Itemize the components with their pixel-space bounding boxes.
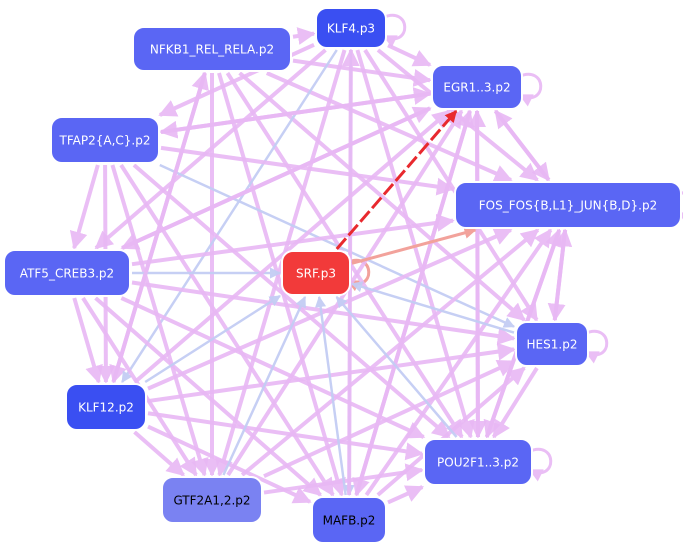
- node-fos-label: FOS_FOS{B,L1}_JUN{B,D}.p2: [479, 199, 658, 213]
- node-nfkb1-label: NFKB1_REL_RELA.p2: [150, 43, 274, 57]
- node-egr1-label: EGR1..3.p2: [443, 81, 510, 95]
- edge-tfap2-to-gtf2a1: [110, 164, 209, 477]
- node-klf12-box[interactable]: [65, 383, 147, 431]
- edge-klf12-to-hes1: [147, 342, 516, 404]
- node-mafb-box[interactable]: [311, 496, 387, 544]
- edge-egr1-self-loop: [517, 73, 543, 107]
- edge-gtf2a1-to-srf: [222, 295, 307, 476]
- node-pou2f1-box[interactable]: [423, 438, 533, 486]
- edge-pou2f1-self-loop: [527, 448, 553, 482]
- edge-layer: [69, 14, 683, 505]
- edge-gtf2a1-to-hes1: [263, 359, 516, 478]
- node-atf5-label: ATF5_CREB3.p2: [20, 267, 114, 281]
- edge-nfkb1-to-klf4: [292, 27, 316, 45]
- node-srf-box[interactable]: [281, 250, 351, 296]
- edge-klf12-to-pou2f1: [147, 411, 424, 461]
- node-hes1-label: HES1.p2: [527, 338, 578, 352]
- edge-klf12-to-gtf2a1: [133, 430, 185, 477]
- node-fos-box[interactable]: [454, 181, 682, 229]
- edge-hes1-to-srf: [350, 281, 515, 334]
- node-hes1[interactable]: HES1.p2: [515, 321, 589, 367]
- edge-tfap2-to-pou2f1: [132, 163, 451, 439]
- edge-klf4-to-egr1: [387, 43, 432, 67]
- node-atf5[interactable]: ATF5_CREB3.p2: [3, 249, 131, 297]
- edge-mafb-to-pou2f1: [387, 485, 425, 505]
- node-mafb-label: MAFB.p2: [323, 514, 376, 528]
- node-gtf2a1-label: GTF2A1,2.p2: [173, 494, 250, 508]
- edge-srf-to-fos: [351, 227, 477, 265]
- edge-klf12-to-srf: [144, 294, 281, 384]
- node-klf12-label: KLF12.p2: [78, 401, 134, 415]
- node-tfap2-box[interactable]: [50, 116, 160, 164]
- edge-atf5-to-mafb: [94, 296, 322, 497]
- edge-fos-to-hes1: [547, 229, 568, 322]
- node-srf-label: SRF.p3: [296, 267, 336, 281]
- edge-atf5-to-egr1: [121, 106, 432, 250]
- edge-klf4-to-atf5: [94, 48, 327, 250]
- node-gtf2a1-box[interactable]: [161, 476, 263, 524]
- edge-pou2f1-to-egr1: [468, 109, 487, 438]
- node-egr1[interactable]: EGR1..3.p2: [431, 64, 523, 110]
- node-mafb[interactable]: MAFB.p2: [311, 496, 387, 544]
- edge-atf5-to-klf12: [72, 297, 103, 384]
- edge-fos-to-egr1: [493, 109, 551, 182]
- edge-hes1-self-loop: [583, 330, 609, 364]
- node-klf4-label: KLF4.p3: [327, 22, 375, 36]
- edge-klf12-to-fos: [147, 228, 513, 391]
- edge-tfap2-to-atf5: [69, 164, 100, 250]
- node-nfkb1[interactable]: NFKB1_REL_RELA.p2: [132, 26, 292, 72]
- edge-klf4-to-klf12: [121, 49, 338, 383]
- node-pou2f1-label: POU2F1..3.p2: [437, 456, 519, 470]
- edge-mafb-to-fos: [364, 228, 553, 497]
- edge-klf12-to-nfkb1: [111, 71, 209, 383]
- edge-pou2f1-to-srf: [335, 296, 458, 438]
- edge-tfap2-to-fos: [160, 145, 455, 196]
- edge-klf12-to-egr1: [133, 109, 451, 384]
- edge-gtf2a1-to-fos: [240, 228, 540, 477]
- edge-srf-to-egr1: [335, 110, 458, 250]
- node-gtf2a1[interactable]: GTF2A1,2.p2: [161, 476, 263, 524]
- node-hes1-box[interactable]: [515, 321, 589, 367]
- edge-hes1-to-pou2f1: [491, 366, 539, 439]
- edge-nfkb1-to-mafb: [217, 72, 346, 497]
- node-klf12[interactable]: KLF12.p2: [65, 383, 147, 431]
- node-pou2f1[interactable]: POU2F1..3.p2: [423, 438, 533, 486]
- node-fos[interactable]: FOS_FOS{B,L1}_JUN{B,D}.p2: [454, 181, 682, 229]
- node-tfap2-label: TFAP2{A,C}.p2: [59, 134, 151, 148]
- node-layer: KLF4.p3NFKB1_REL_RELA.p2EGR1..3.p2TFAP2{…: [3, 7, 682, 544]
- node-klf4-box[interactable]: [315, 7, 387, 49]
- node-nfkb1-box[interactable]: [132, 26, 292, 72]
- edge-mafb-to-srf: [314, 295, 347, 496]
- node-egr1-box[interactable]: [431, 64, 523, 110]
- edge-klf4-self-loop: [381, 14, 407, 48]
- edge-tfap2-to-egr1: [160, 87, 432, 135]
- node-atf5-box[interactable]: [3, 249, 131, 297]
- node-srf[interactable]: SRF.p3: [281, 250, 351, 296]
- edge-atf5-to-fos: [131, 213, 455, 267]
- node-klf4[interactable]: KLF4.p3: [315, 7, 387, 49]
- node-tfap2[interactable]: TFAP2{A,C}.p2: [50, 116, 160, 164]
